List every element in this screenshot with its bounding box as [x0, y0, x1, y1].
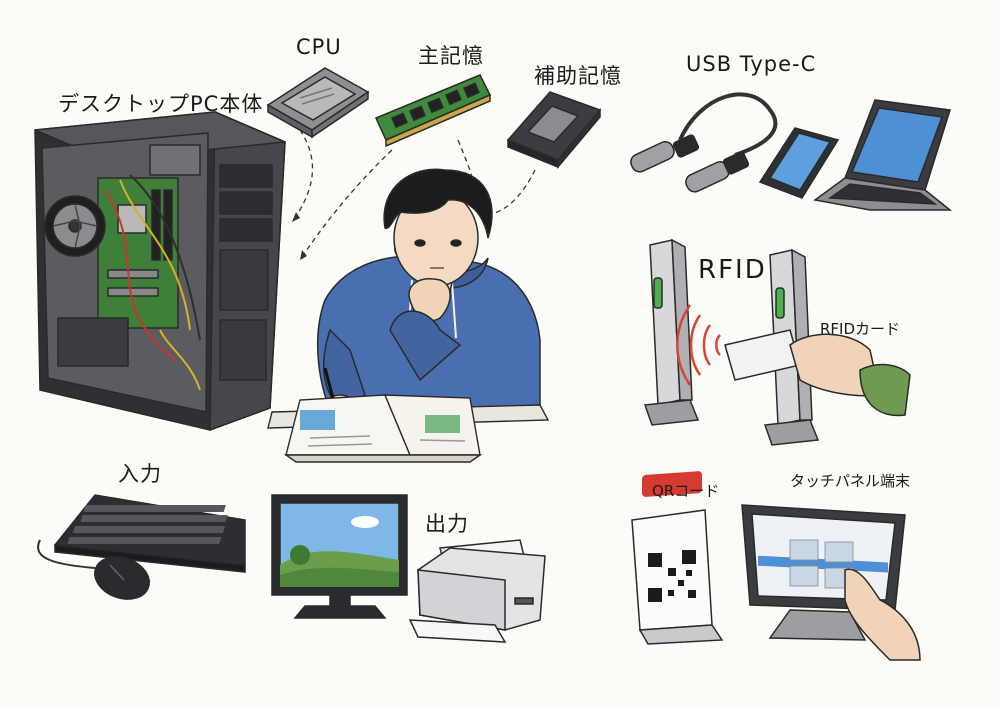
- student: [316, 168, 541, 426]
- usb-c-cable: [630, 92, 778, 193]
- qr-stand: [631, 471, 724, 645]
- aux-storage-label: 補助記憶: [534, 64, 622, 88]
- laptop: [813, 99, 953, 211]
- memory-module: [374, 74, 492, 148]
- desktop-pc: [34, 110, 286, 432]
- cpu-label: CPU: [296, 35, 342, 59]
- cpu-chip: [266, 67, 370, 139]
- mouse: [37, 539, 150, 600]
- hand-holding-card: [789, 333, 911, 417]
- desktop-label: デスクトップPC本体: [58, 92, 264, 116]
- main-memory-label: 主記憶: [418, 44, 484, 68]
- keyboard: [53, 494, 246, 573]
- usb-label: USB Type-C: [686, 52, 817, 76]
- ssd-drive: [506, 91, 602, 170]
- input-label: 入力: [118, 462, 162, 486]
- qr-code-label: QRコード: [652, 482, 720, 500]
- output-label: 出力: [425, 512, 469, 536]
- arrow-heads: [292, 212, 307, 260]
- smartphone: [758, 127, 840, 199]
- printer: [408, 539, 546, 643]
- qr-sign-text: QR決済: [653, 523, 699, 538]
- rfid-label: RFID: [698, 255, 767, 285]
- hand-touching-screen: [844, 568, 921, 661]
- touch-terminal-label: タッチパネル端末: [790, 472, 911, 490]
- rfid-wave-icon: [676, 304, 721, 386]
- textbook: [267, 394, 550, 463]
- monitor: [271, 494, 408, 619]
- rfid-card-label: RFIDカード: [820, 320, 901, 338]
- rfid-gate: [643, 238, 820, 446]
